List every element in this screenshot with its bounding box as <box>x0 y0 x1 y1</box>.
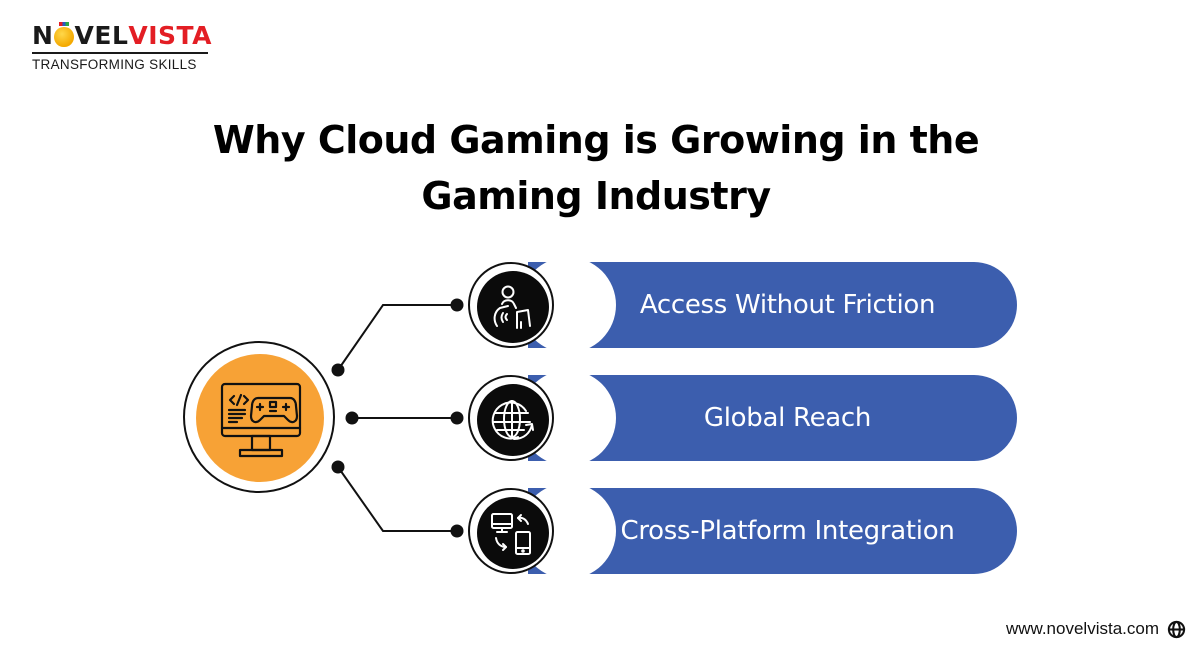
item-icon-bg <box>477 384 549 456</box>
hub-circle <box>196 354 324 482</box>
title-line-2: Gaming Industry <box>421 174 771 218</box>
list-item-global-reach: Global Reach <box>468 370 1018 466</box>
list-item-cross-platform-integration: Cross-Platform Integration <box>468 483 1018 579</box>
item-icon-ring <box>468 375 554 461</box>
logo-tagline: TRANSFORMING SKILLS <box>32 57 197 72</box>
globe-arrow-icon <box>491 400 534 440</box>
logo-divider <box>32 52 208 54</box>
item-pill: Cross-Platform Integration <box>520 483 1017 579</box>
page-title: Why Cloud Gaming is Growing in the Gamin… <box>0 112 1192 224</box>
item-label: Global Reach <box>703 403 872 433</box>
item-pill: Global Reach <box>520 370 1017 466</box>
desktop-mobile-sync-icon <box>491 513 531 555</box>
item-icon-ring <box>468 262 554 348</box>
logo-text-vel: VEL <box>74 21 129 50</box>
item-label: Cross-Platform Integration <box>620 516 955 546</box>
globe-icon <box>1167 620 1186 638</box>
logo-letter-n: N <box>32 21 54 50</box>
item-pill: Access Without Friction <box>520 257 1017 353</box>
brand-logo: N VEL VISTA TRANSFORMING SKILLS <box>32 22 212 72</box>
item-icon-bg <box>477 271 549 343</box>
user-touch-device-icon <box>493 285 531 329</box>
item-icon-ring <box>468 488 554 574</box>
title-line-1: Why Cloud Gaming is Growing in the <box>212 118 980 162</box>
logo-wordmark: N VEL VISTA <box>32 22 212 50</box>
list-item-access-without-friction: Access Without Friction <box>468 257 1018 353</box>
monitor-gamepad-code-icon <box>220 382 302 458</box>
website-link[interactable]: www.novelvista.com <box>1005 619 1159 638</box>
item-label: Access Without Friction <box>639 290 936 320</box>
logo-text-vista: VISTA <box>128 21 212 50</box>
logo-bulb-icon <box>54 22 74 47</box>
footer: www.novelvista.com <box>1006 619 1186 639</box>
item-icon-bg <box>477 497 549 569</box>
